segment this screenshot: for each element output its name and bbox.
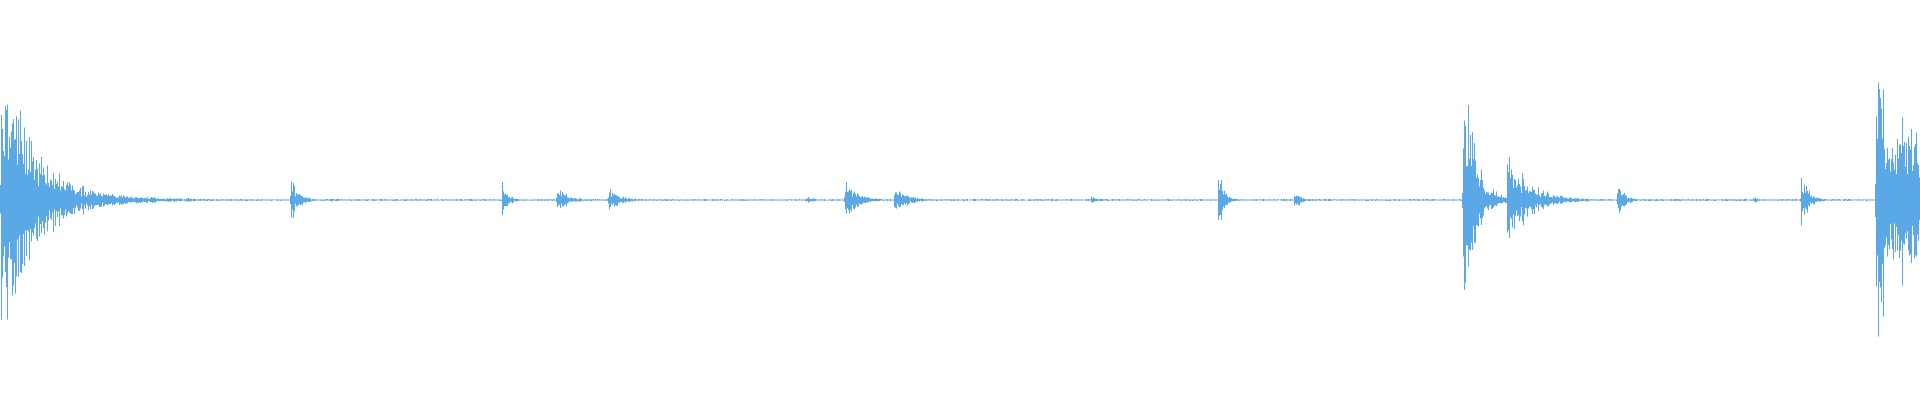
waveform-trace <box>0 82 1920 337</box>
